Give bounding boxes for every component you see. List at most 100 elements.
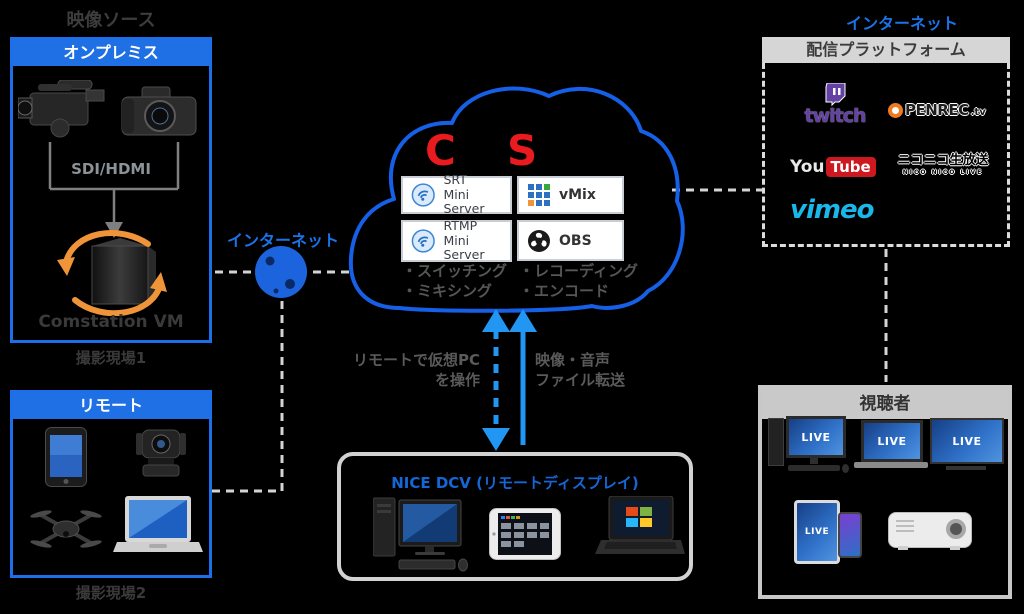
live-badge: LIVE bbox=[877, 434, 907, 448]
camcorder-icon bbox=[18, 80, 105, 138]
viewer-laptop: LIVE bbox=[854, 420, 928, 472]
remote-control-line1: リモートで仮想PC bbox=[352, 351, 480, 369]
cloud-functions-left: ・スイッチング ・ミキシング bbox=[402, 261, 507, 301]
function-encoding: ・エンコード bbox=[519, 282, 610, 300]
twitch-label: twitch bbox=[804, 105, 866, 127]
nice-dcv-title: NICE DCV (リモートディスプレイ) bbox=[391, 474, 639, 492]
drone-icon bbox=[30, 510, 102, 548]
viewer-tablet-screen: LIVE bbox=[794, 500, 840, 564]
viewer-laptop-base bbox=[854, 462, 928, 468]
niconico-logo: ニコニコ生放送 NICO NICO LIVE bbox=[893, 153, 993, 176]
viewer-desktop-mouse bbox=[842, 464, 849, 473]
projector-vent bbox=[896, 530, 914, 532]
sdi-bracket bbox=[48, 142, 180, 224]
viewer-tablet-phone: LIVE bbox=[794, 500, 862, 564]
file-transfer-label: 映像・音声 ファイル転送 bbox=[535, 350, 655, 390]
comstation-server-icon bbox=[57, 230, 167, 316]
remote-control-arrow bbox=[482, 309, 510, 451]
projector-foot bbox=[898, 546, 908, 550]
twitch-logo: twitch bbox=[793, 83, 877, 126]
viewer-projector bbox=[888, 508, 976, 560]
niconico-sub-label: NICO NICO LIVE bbox=[902, 168, 984, 176]
viewer-projector-lens bbox=[946, 519, 966, 539]
srt-icon bbox=[411, 183, 435, 207]
file-transfer-arrow bbox=[509, 309, 537, 445]
srt-line1: SRT bbox=[443, 172, 467, 188]
cloud-logo-letter-s: S bbox=[507, 126, 538, 175]
rtmp-mini-server-box: RTMP Mini Server bbox=[401, 218, 512, 263]
viewers-box: 視聴者 LIVE LIVE LIVE bbox=[758, 385, 1012, 599]
viewer-desktop-tower bbox=[768, 418, 784, 466]
site1-caption: 撮影現場1 bbox=[75, 349, 147, 367]
live-badge: LIVE bbox=[801, 430, 831, 444]
remote-control-line2: を操作 bbox=[434, 371, 480, 389]
file-transfer-line2: ファイル転送 bbox=[535, 371, 626, 389]
youtube-logo: You Tube bbox=[790, 157, 876, 177]
openrec-icon bbox=[888, 102, 903, 118]
viewer-desktop-stand bbox=[810, 458, 818, 464]
live-badge: LIVE bbox=[952, 434, 982, 448]
site2-caption: 撮影現場2 bbox=[75, 584, 147, 602]
rtmp-line1: RTMP bbox=[443, 218, 478, 234]
internet-label-left: インターネット bbox=[226, 231, 339, 250]
dashed-connectors bbox=[212, 188, 888, 493]
file-transfer-line1: 映像・音声 bbox=[535, 351, 611, 369]
onpremise-header: オンプレミス bbox=[13, 40, 209, 66]
projector-vent bbox=[896, 520, 914, 522]
sdi-hdmi-label: SDI/HDMI bbox=[71, 160, 151, 178]
internet-label-right: インターネット bbox=[845, 14, 958, 33]
cloud-functions-right: ・レコーディング ・エンコード bbox=[519, 261, 638, 301]
comstation-label: Comstation VM bbox=[38, 312, 184, 332]
projector-vent bbox=[896, 525, 914, 527]
laptop-icon bbox=[113, 496, 203, 552]
openrec-tv-suffix: .tv bbox=[970, 107, 986, 118]
connector-remote-to-globe bbox=[212, 301, 284, 493]
dcv-tablet-icon bbox=[489, 508, 561, 560]
viewer-desktop-keyboard bbox=[788, 465, 840, 471]
sdi-arrowhead bbox=[105, 222, 123, 238]
dslr-camera-icon bbox=[121, 86, 197, 136]
openrec-logo: PENREC.tv bbox=[888, 101, 986, 119]
ptz-camera-icon bbox=[136, 429, 186, 477]
viewer-desktop: LIVE bbox=[768, 416, 850, 482]
obs-box: OBS bbox=[517, 220, 624, 261]
twitch-glitch-icon bbox=[825, 83, 846, 107]
function-mixing: ・ミキシング bbox=[402, 282, 493, 300]
platform-header: 配信プラットフォーム bbox=[762, 37, 1010, 63]
remote-box: リモート bbox=[10, 390, 212, 578]
obs-icon bbox=[528, 229, 550, 252]
rtmp-line2: Mini Server bbox=[443, 232, 485, 263]
openrec-label: PENREC bbox=[905, 101, 969, 119]
globe-icon bbox=[255, 246, 307, 298]
vimeo-logo: vimeo bbox=[790, 195, 874, 225]
function-recording: ・レコーディング bbox=[519, 262, 638, 280]
viewer-tv-stand bbox=[946, 466, 986, 470]
niconico-label: ニコニコ生放送 bbox=[897, 153, 989, 168]
remote-header: リモート bbox=[13, 393, 209, 419]
youtube-tube: Tube bbox=[825, 157, 876, 177]
vmix-box: vMix bbox=[517, 176, 624, 214]
nice-dcv-box: NICE DCV (リモートディスプレイ) bbox=[337, 452, 693, 581]
cloud-outline bbox=[348, 86, 685, 313]
viewer-tv: LIVE bbox=[930, 418, 1006, 474]
function-switching: ・スイッチング bbox=[402, 262, 508, 280]
viewer-phone-screen bbox=[838, 512, 862, 558]
srt-mini-server-box: SRT Mini Server bbox=[401, 172, 512, 217]
onpremise-box: オンプレミス SDI/HDMI bbox=[10, 37, 212, 343]
viewers-header: 視聴者 bbox=[762, 389, 1008, 419]
live-badge: LIVE bbox=[804, 527, 830, 537]
viewer-laptop-screen: LIVE bbox=[861, 420, 923, 462]
rtmp-icon bbox=[411, 229, 435, 253]
youtube-you: You bbox=[790, 157, 825, 177]
obs-label: OBS bbox=[559, 232, 592, 249]
dcv-laptop-icon bbox=[595, 496, 685, 554]
platform-box: twitch PENREC.tv You Tube ニコニコ生放送 NICO N… bbox=[762, 63, 1010, 247]
smartphone-icon bbox=[45, 427, 87, 487]
projector-foot bbox=[950, 546, 960, 550]
video-source-title: 映像ソース bbox=[66, 10, 156, 31]
viewer-desktop-screen: LIVE bbox=[786, 416, 846, 458]
cloud-logo-letter-c: C bbox=[425, 126, 456, 175]
srt-line2: Mini Server bbox=[443, 186, 485, 217]
